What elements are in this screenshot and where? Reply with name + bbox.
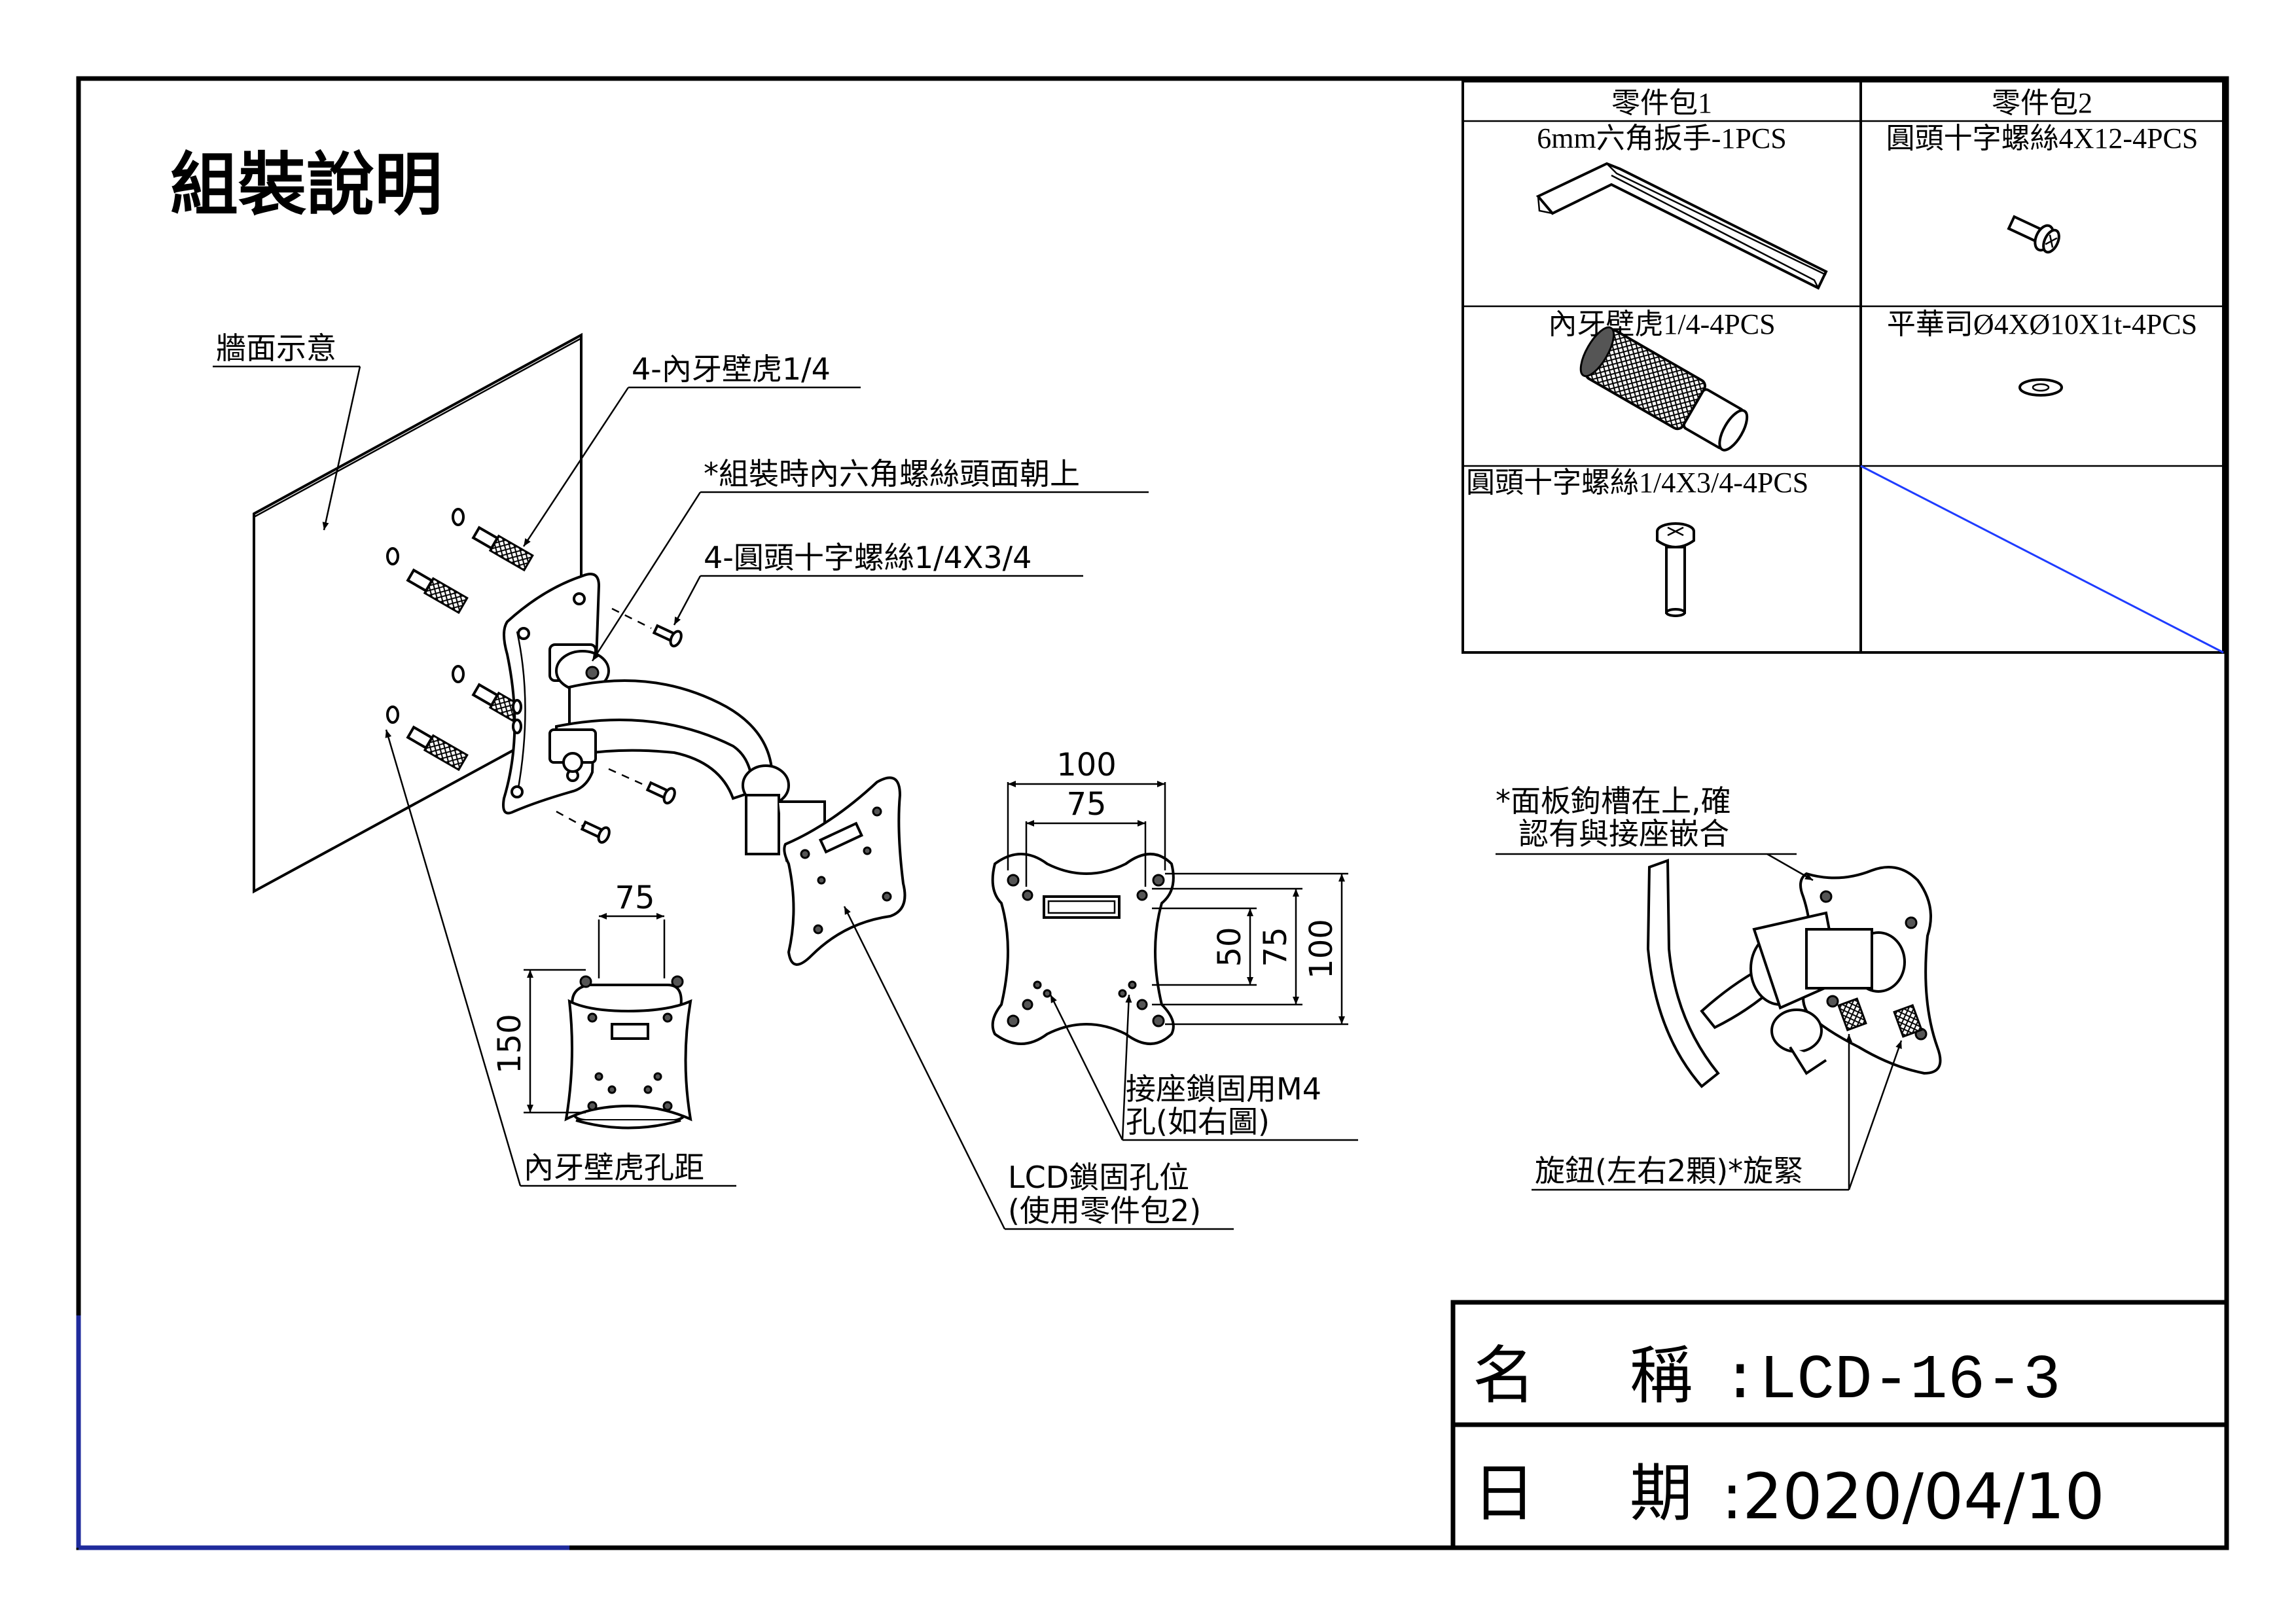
swing-arm: [548, 643, 826, 862]
vesa-plate-view: [991, 781, 1348, 1045]
title-block-date-label: 日 期: [1473, 1459, 1732, 1529]
hex-screw-note: *組裝時內六角螺絲頭面朝上: [704, 456, 1080, 491]
vesa-inner-width-dim: 75: [1066, 786, 1106, 823]
m4-hole-label-1: 接座鎖固用M4: [1126, 1071, 1321, 1107]
washer-icon: [2018, 378, 2063, 397]
vesa-v75-dim: 75: [1257, 927, 1294, 967]
anchor-icon: [1579, 326, 1749, 452]
title-block-name-value: :LCD-16-3: [1721, 1345, 2060, 1416]
wall-plate-width-dim: 75: [615, 880, 655, 916]
parts-header-1: 零件包1: [1611, 87, 1712, 119]
title-block-name-label: 名 稱: [1473, 1341, 1732, 1411]
anchor-spacing-label: 內牙壁虎孔距: [524, 1150, 704, 1185]
sheet-border: [76, 76, 2229, 1550]
part-label-hex-key: 6mm六角扳手-1PCS: [1537, 122, 1786, 154]
lcd-holes-label-1: LCD鎖固孔位: [1008, 1160, 1189, 1195]
part-label-screw-m4: 圓頭十字螺絲4X12-4PCS: [1886, 122, 2198, 154]
panel-hook-detail: [1646, 859, 1942, 1088]
knob-note: 旋鈕(左右2顆)*旋緊: [1535, 1153, 1803, 1188]
hex-key-icon: [1535, 162, 1828, 290]
screw-m4-icon: [2007, 215, 2060, 254]
anchor-label: 4-內牙壁虎1/4: [632, 351, 831, 387]
part-label-screw-quarter: 圓頭十字螺絲1/4X3/4-4PCS: [1466, 467, 1808, 499]
vesa-head-plate: [783, 776, 906, 966]
title-block: [1450, 1300, 2229, 1550]
empty-cell-diagonal: [1860, 465, 2224, 654]
vesa-v50-dim: 50: [1211, 927, 1248, 967]
wall-label: 牆面示意: [216, 330, 336, 366]
parts-table: 零件包1 零件包2 6mm六角扳手-1PCS 圓頭十字螺絲4X12-4PCS 內…: [1462, 80, 2225, 654]
title-block-date-value: :2020/04/10: [1721, 1460, 2105, 1533]
panel-note-2: 認有與接座嵌合: [1518, 816, 1729, 851]
panel-note-1: *面板鉤槽在上,確: [1496, 783, 1731, 819]
lcd-holes-label-2: (使用零件包2): [1008, 1193, 1201, 1228]
screw-quarter-icon: [1656, 522, 1695, 617]
vesa-outer-width-dim: 100: [1056, 747, 1117, 783]
page-title: 組裝說明: [170, 145, 442, 224]
wall-plate-spacing-view: [524, 913, 692, 1130]
vesa-v100-dim: 100: [1303, 919, 1340, 979]
m4-hole-label-2: 孔(如右圖): [1126, 1104, 1270, 1139]
round-screws: [556, 607, 683, 844]
parts-header-2: 零件包2: [1992, 87, 2092, 119]
part-label-anchor: 內牙壁虎1/4-4PCS: [1548, 308, 1775, 340]
wall-plate-height-dim: 150: [492, 1014, 528, 1074]
part-label-washer: 平華司Ø4XØ10X1t-4PCS: [1887, 308, 2197, 340]
round-screw-label: 4-圓頭十字螺絲1/4X3/4: [704, 540, 1031, 575]
